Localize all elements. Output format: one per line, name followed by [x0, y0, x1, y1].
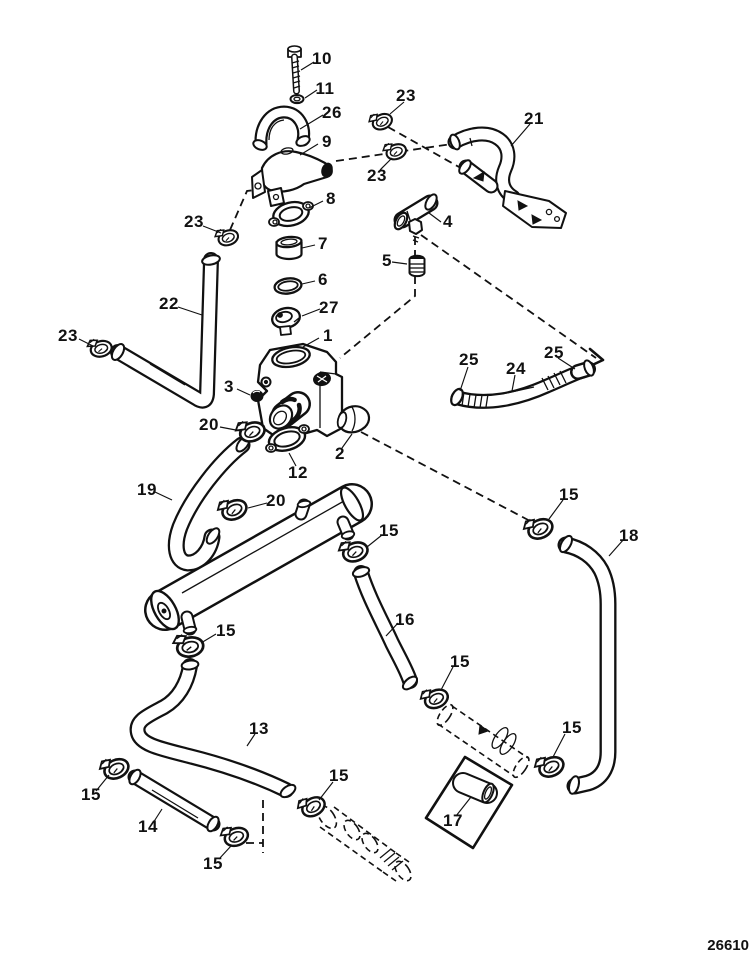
part-7-sleeve: [275, 235, 303, 261]
part-callout-25: 25: [459, 350, 479, 369]
hose-16: [351, 565, 419, 691]
part-callout-3: 3: [224, 377, 234, 396]
clamp-23-a: [366, 107, 396, 135]
clamp-23-b: [380, 137, 410, 164]
part-callout-15: 15: [559, 485, 579, 504]
part-callout-20: 20: [199, 415, 219, 434]
pipe-bottom-right-stub: [336, 515, 356, 541]
part-callout-20: 20: [266, 491, 286, 510]
hose-21: [447, 126, 567, 229]
part-4-fitting: [393, 193, 439, 243]
part-callout-15: 15: [562, 718, 582, 737]
part-callout-8: 8: [326, 189, 336, 208]
clamp-15-e: [531, 748, 568, 783]
part-callout-23: 23: [58, 326, 78, 345]
part-callout-10: 10: [312, 49, 332, 68]
part-callout-26: 26: [322, 103, 342, 122]
part-callout-23: 23: [396, 86, 416, 105]
part-3-nut: [250, 390, 264, 402]
part-callout-23: 23: [367, 166, 387, 185]
part-callout-25: 25: [544, 343, 564, 362]
part-callout-12: 12: [288, 463, 308, 482]
distribution-pipe: [144, 483, 373, 636]
part-2-short-hose: [336, 405, 371, 434]
part-callout-1: 1: [323, 326, 333, 345]
drawing-number: 26610: [707, 937, 749, 954]
part-1-thermostat-housing: [256, 342, 344, 450]
part-12-gasket: [265, 424, 310, 453]
hose-24: [450, 359, 596, 409]
part-callout-23: 23: [184, 212, 204, 231]
part-10-bolt: [287, 45, 302, 95]
hidden-coupler: [436, 703, 530, 779]
clamp-15-f: [96, 750, 133, 785]
part-callout-21: 21: [524, 109, 544, 128]
part-callout-5: 5: [382, 251, 392, 270]
part-callout-7: 7: [318, 234, 328, 253]
hose-22: [110, 252, 221, 409]
part-callout-19: 19: [137, 480, 157, 499]
hose-18: [557, 534, 617, 795]
part-callout-13: 13: [249, 719, 269, 738]
leader-lines: [78, 61, 625, 860]
part-17-box: [424, 755, 514, 850]
hose-14: [127, 768, 221, 833]
hose-13: [129, 658, 297, 799]
part-callout-15: 15: [450, 652, 470, 671]
clamp-23-d: [84, 334, 115, 361]
part-callout-16: 16: [395, 610, 415, 629]
part-11-washer: [289, 94, 305, 105]
part-callout-9: 9: [322, 132, 332, 151]
part-callout-2: 2: [335, 444, 345, 463]
part-callout-24: 24: [506, 359, 526, 378]
engine-stub-tube: [458, 159, 499, 194]
clamp-15-d: [417, 681, 453, 714]
part-callout-17: 17: [443, 811, 463, 830]
part-5-fitting: [408, 254, 426, 278]
part-26-bracket: [252, 105, 311, 151]
part-callout-27: 27: [319, 298, 339, 317]
assembly-dashed-lines: [229, 126, 605, 853]
part-callout-15: 15: [216, 621, 236, 640]
pipe-top-stub: [294, 498, 312, 521]
clamp-23-c: [212, 223, 242, 250]
part-9-elbow-fitting: [251, 147, 333, 207]
part-6-seal-ring: [273, 277, 303, 295]
part-27-thermostat: [271, 306, 301, 336]
hose-19: [167, 435, 251, 572]
part-callout-14: 14: [138, 817, 158, 836]
part-callout-18: 18: [619, 526, 639, 545]
part-callout-4: 4: [443, 212, 453, 231]
part-callout-15: 15: [379, 521, 399, 540]
clamp-15-b: [335, 534, 372, 567]
clamp-20-b: [214, 491, 251, 526]
part-callout-6: 6: [318, 270, 328, 289]
clamp-15-h: [217, 819, 252, 852]
part-callout-11: 11: [315, 79, 335, 98]
water-pump-reference: [316, 804, 412, 882]
part-8-gasket: [268, 200, 314, 228]
part-callout-15: 15: [203, 854, 223, 873]
part-callout-15: 15: [81, 785, 101, 804]
part-callout-22: 22: [159, 294, 179, 313]
part-callout-15: 15: [329, 766, 349, 785]
pipe-bottom-left-stub: [180, 610, 198, 636]
